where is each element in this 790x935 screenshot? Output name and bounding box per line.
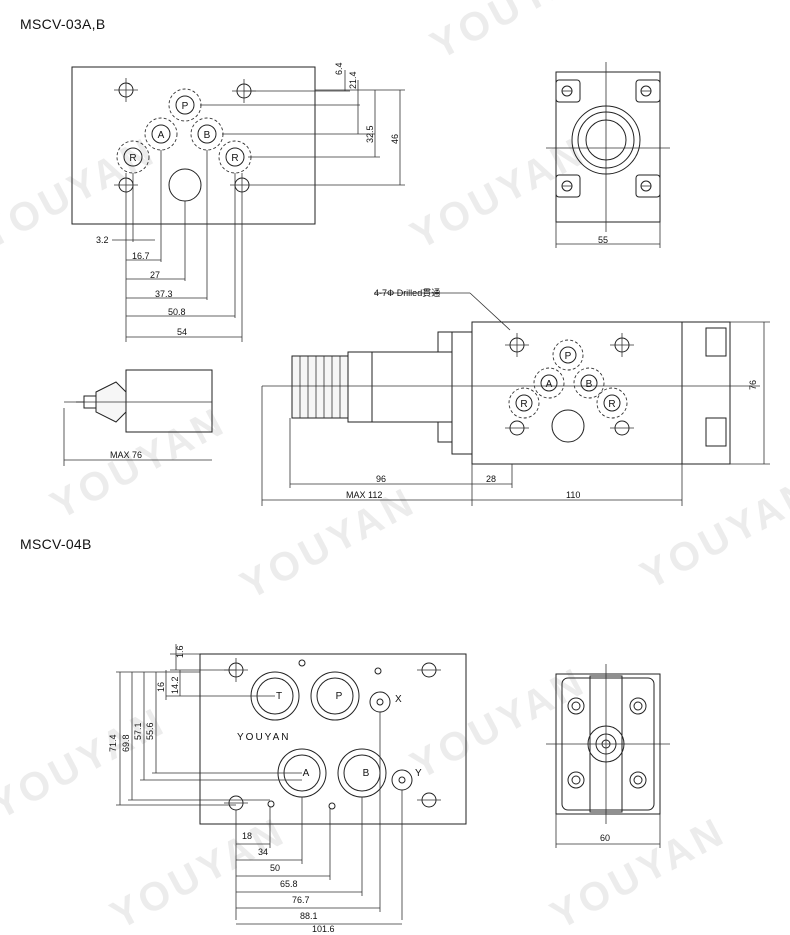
- watermark: YOUYAN: [0, 699, 173, 828]
- port-y: Y: [391, 768, 422, 791]
- dim-50: 50: [270, 863, 280, 873]
- watermark: YOUYAN: [44, 399, 234, 528]
- dim-max-112: MAX 112: [346, 490, 382, 500]
- port-a: A: [533, 367, 565, 399]
- dim-1-6: 1.6: [175, 645, 185, 658]
- dim-76: 76: [748, 380, 758, 390]
- dim-55: 55: [598, 235, 608, 245]
- dim-76-7: 76.7: [292, 895, 310, 905]
- svg-text:B: B: [204, 130, 211, 141]
- port-a: A: [144, 117, 178, 151]
- dim-71-4: 71.4: [108, 734, 118, 752]
- dim-46: 46: [390, 134, 400, 144]
- svg-text:R: R: [129, 153, 136, 164]
- dim-max-76: MAX 76: [110, 450, 142, 460]
- dim-101-6: 101.6: [312, 924, 335, 934]
- dim-18: 18: [242, 831, 252, 841]
- svg-text:B: B: [363, 768, 370, 779]
- bottom-front-view: 60: [546, 664, 670, 848]
- watermark: YOUYAN: [424, 0, 614, 68]
- model-title-bottom: MSCV-04B: [20, 536, 92, 552]
- dim-34: 34: [258, 847, 268, 857]
- dim-14-2: 14.2: [170, 676, 180, 694]
- svg-text:P: P: [336, 691, 343, 702]
- port-r-right: R: [596, 387, 628, 419]
- dim-50-8: 50.8: [168, 307, 186, 317]
- dim-55-6: 55.6: [145, 722, 155, 740]
- dim-110: 110: [566, 490, 580, 500]
- dim-16-7: 16.7: [132, 251, 150, 261]
- port-b: B: [337, 748, 387, 798]
- dim-28: 28: [486, 474, 496, 484]
- svg-text:R: R: [608, 399, 615, 410]
- svg-text:R: R: [231, 153, 238, 164]
- dim-32-5: 32.5: [365, 125, 375, 143]
- dim-3-2: 3.2: [96, 235, 109, 245]
- port-r-left: R: [116, 140, 150, 174]
- mounting-hole: [114, 78, 138, 102]
- bottom-port-face-view: T P X YOUYAN A B Y 1.6 16 14.2 71.4 69.8…: [108, 644, 467, 934]
- svg-text:R: R: [520, 399, 527, 410]
- svg-text:P: P: [182, 101, 189, 112]
- port-b: B: [190, 117, 224, 151]
- dim-60: 60: [600, 833, 610, 843]
- svg-text:A: A: [158, 130, 165, 141]
- svg-text:Y: Y: [415, 768, 422, 779]
- top-front-view: 55: [546, 62, 670, 248]
- assembly-view: 4-7Φ Drilled貫通 P A B R R 76: [261, 288, 770, 506]
- svg-text:A: A: [546, 379, 553, 390]
- svg-text:B: B: [586, 379, 593, 390]
- brand-label: YOUYAN: [237, 732, 291, 743]
- dim-16: 16: [156, 682, 166, 692]
- port-r-left: R: [508, 387, 540, 419]
- valve-body-outline: [71, 66, 316, 225]
- model-title-top: MSCV-03A,B: [20, 16, 106, 32]
- watermark: YOUYAN: [544, 809, 734, 935]
- svg-text:X: X: [395, 694, 402, 705]
- dim-65-8: 65.8: [280, 879, 298, 889]
- center-bore: [168, 168, 202, 202]
- dim-96: 96: [376, 474, 386, 484]
- port-p: P: [552, 339, 584, 371]
- dim-21-4: 21.4: [348, 71, 358, 89]
- port-p: P: [168, 88, 202, 122]
- dim-27: 27: [150, 270, 160, 280]
- port-b: B: [573, 367, 605, 399]
- dim-57-1: 57.1: [133, 722, 143, 740]
- svg-text:T: T: [276, 691, 282, 702]
- side-view-stub: MAX 76: [63, 369, 213, 466]
- dim-6-4: 6.4: [334, 62, 344, 75]
- drilled-note: 4-7Φ Drilled貫通: [374, 288, 440, 298]
- watermark: YOUYAN: [104, 809, 294, 935]
- port-p: P: [310, 671, 360, 721]
- dim-54: 54: [177, 327, 187, 337]
- dim-88-1: 88.1: [300, 911, 318, 921]
- watermark: YOUYAN: [404, 129, 594, 258]
- watermark: YOUYAN: [634, 469, 790, 598]
- svg-text:A: A: [303, 768, 310, 779]
- top-port-face-view: P A B R R 6.4 21.4 32.5 46: [71, 62, 405, 342]
- port-r-right: R: [218, 140, 252, 174]
- dim-69-8: 69.8: [121, 734, 131, 752]
- dim-37-3: 37.3: [155, 289, 173, 299]
- svg-text:P: P: [565, 351, 572, 362]
- watermark: YOUYAN: [0, 129, 163, 258]
- mounting-hole: [230, 173, 254, 197]
- port-x: X: [369, 691, 402, 713]
